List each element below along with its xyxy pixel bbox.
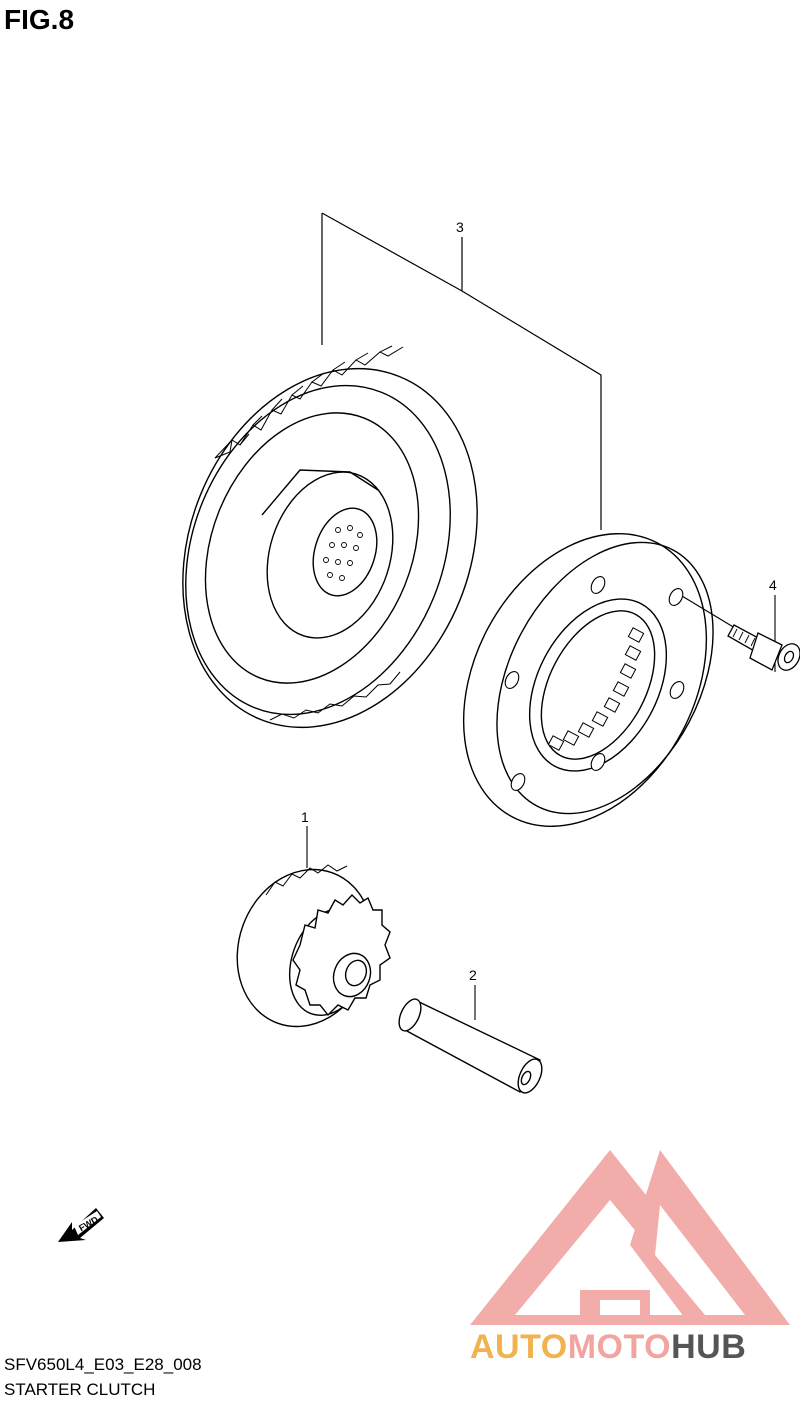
- watermark-logo: [470, 1150, 790, 1325]
- watermark-hub: HUB: [671, 1328, 747, 1366]
- watermark-auto: AUTO: [470, 1328, 568, 1366]
- callout-4: 4: [769, 577, 777, 593]
- callout-3: 3: [456, 219, 464, 235]
- figure-code: SFV650L4_E03_E28_008: [4, 1355, 202, 1374]
- callout-1: 1: [301, 809, 309, 825]
- one-way-clutch-ring: [462, 533, 714, 827]
- bolt: [727, 624, 800, 671]
- idle-gear: [236, 864, 391, 1028]
- idle-gear-shaft: [398, 998, 543, 1094]
- watermark-moto: MOTO: [567, 1328, 672, 1366]
- starter-gear-large: [182, 345, 478, 729]
- callout-2: 2: [469, 967, 477, 983]
- watermark-text: AUTOMOTOHUB: [470, 1328, 746, 1367]
- leader-line-part-3: [321, 212, 602, 530]
- figure-title: FIG.8: [4, 4, 75, 35]
- forward-direction-arrow: FWD: [58, 1208, 104, 1242]
- figure-caption: STARTER CLUTCH: [4, 1380, 156, 1399]
